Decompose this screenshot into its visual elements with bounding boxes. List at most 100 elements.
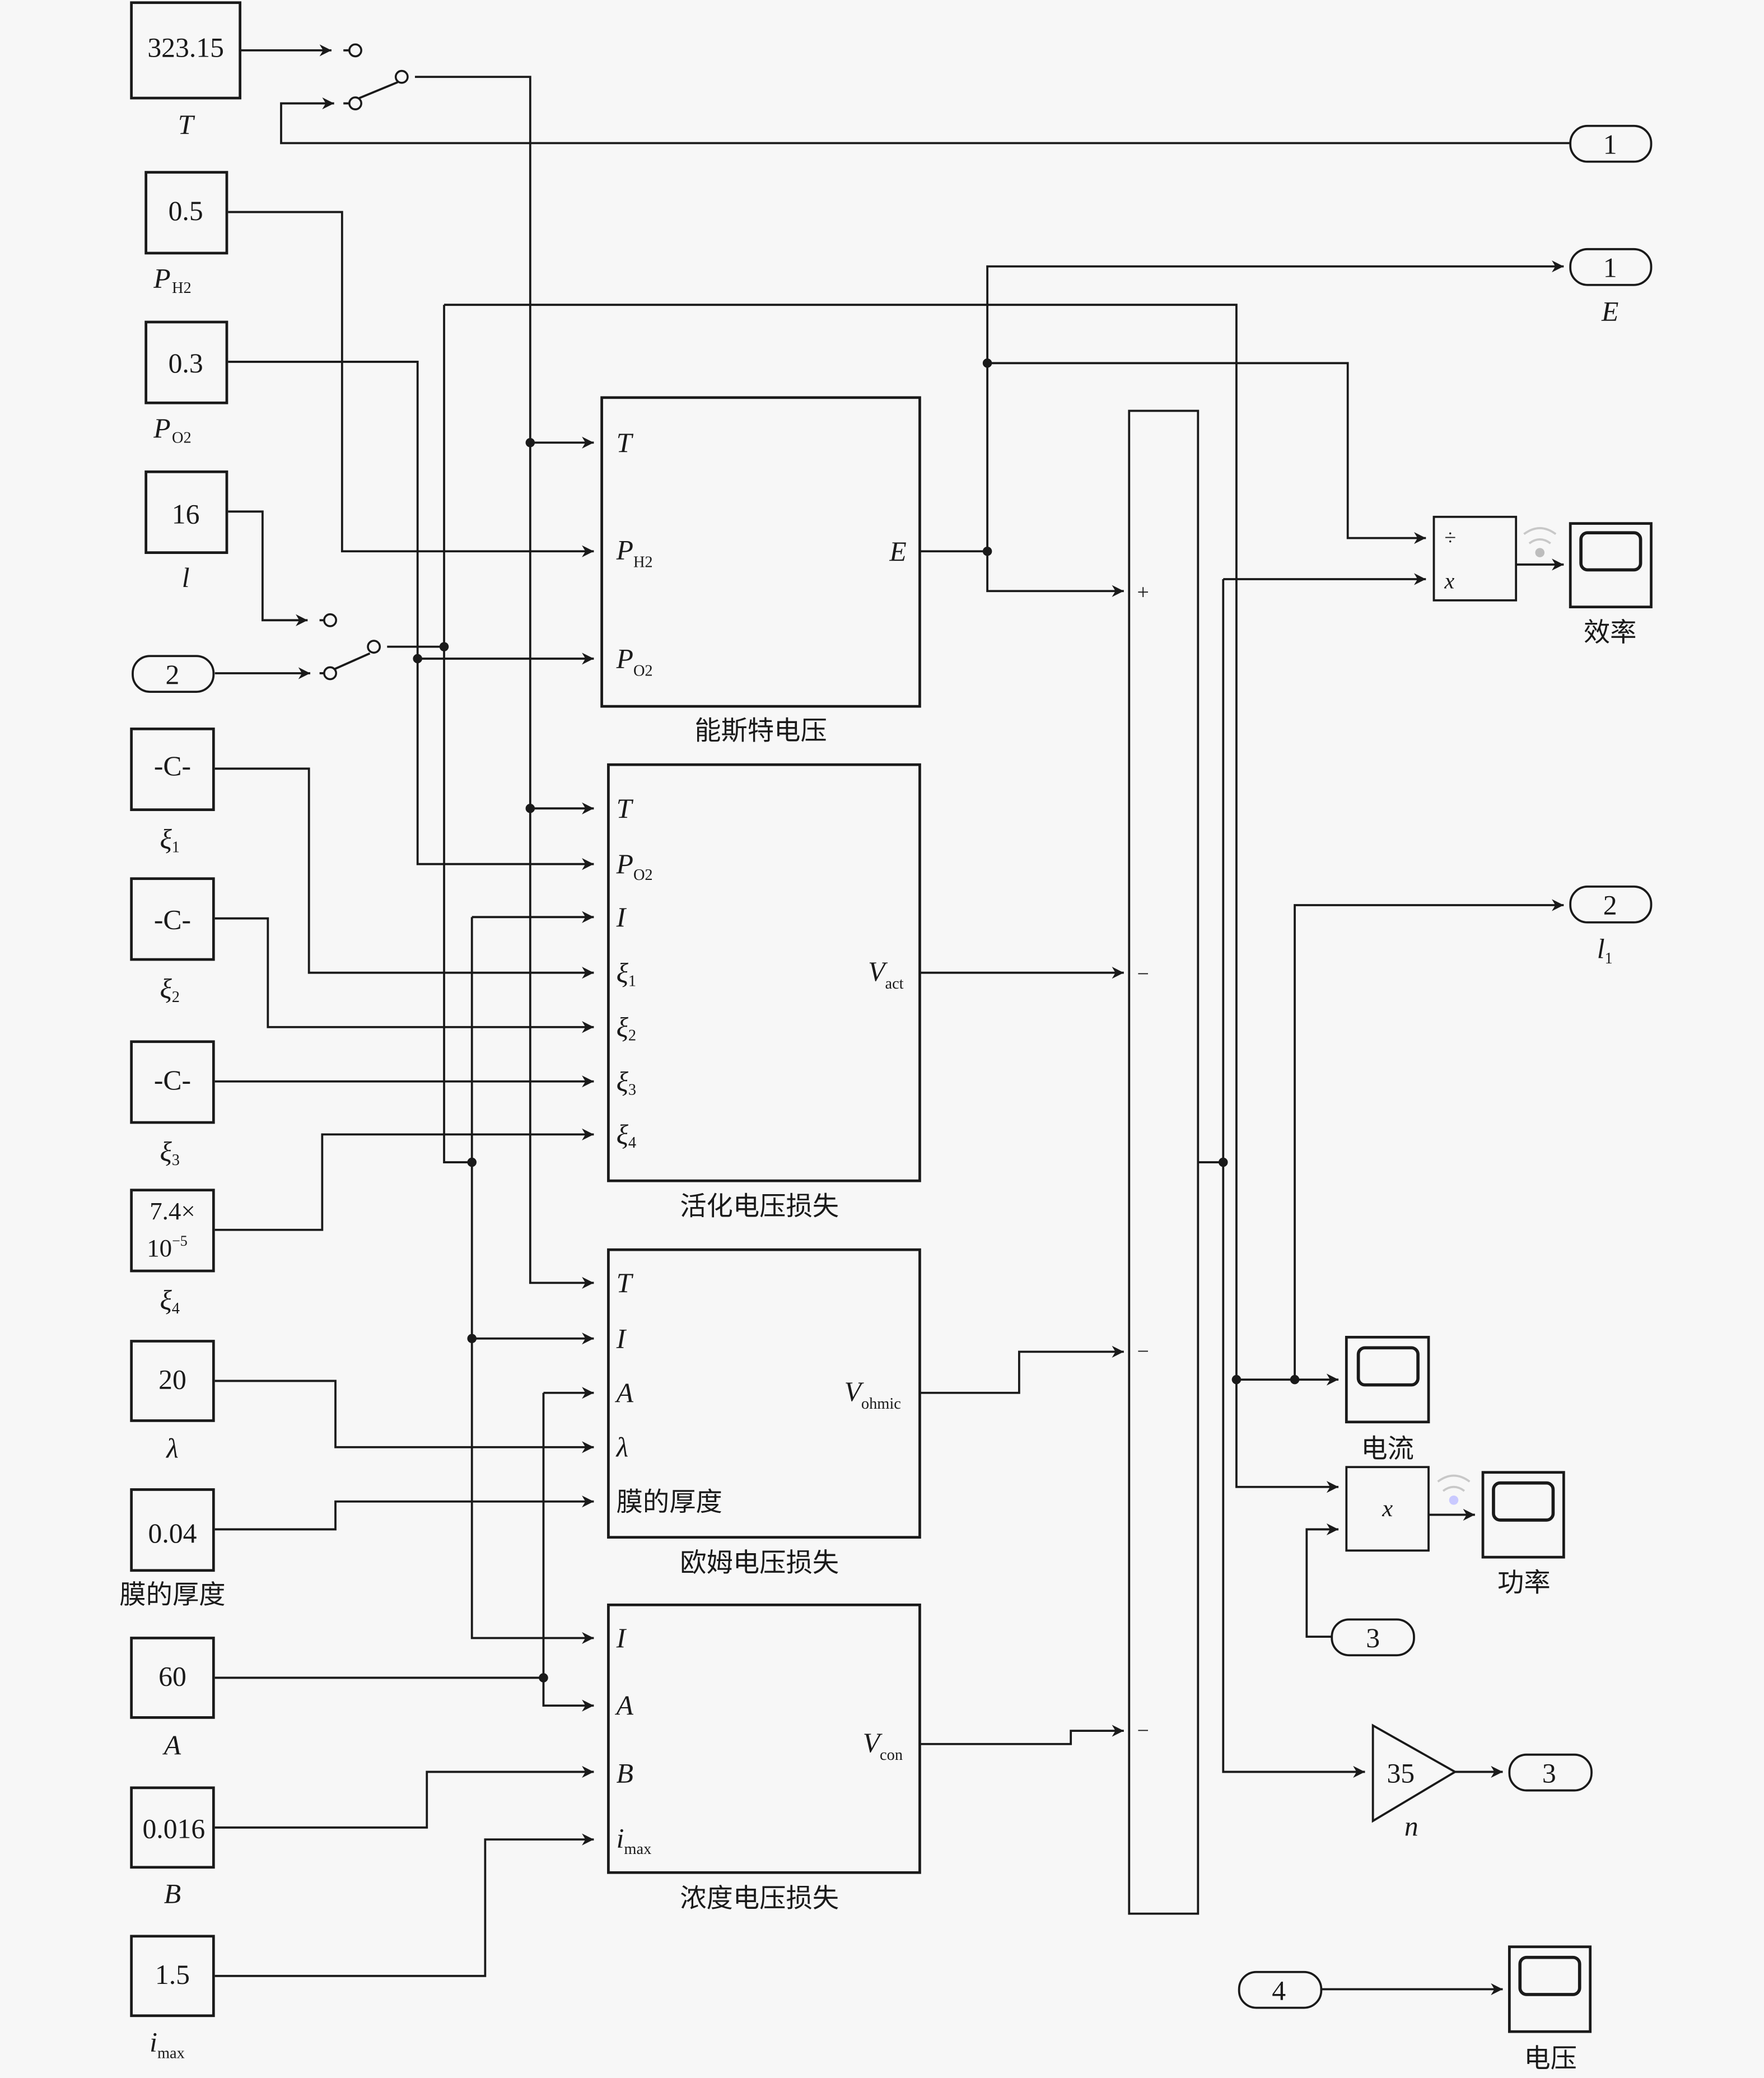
port-label: ξ1 bbox=[617, 957, 636, 990]
port-label: 膜的厚度 bbox=[617, 1487, 722, 1517]
subsystem-title: 能斯特电压 bbox=[694, 715, 827, 746]
junction bbox=[1218, 1157, 1228, 1167]
constant-B[interactable]: 0.016 B bbox=[130, 1786, 215, 1909]
constant-value-line1: 7.4× bbox=[150, 1197, 195, 1225]
constant-value-line2: 10−5 bbox=[147, 1233, 188, 1262]
port-number: 4 bbox=[1272, 1975, 1286, 2006]
constant-value: 20 bbox=[158, 1364, 186, 1395]
port-label: ξ2 bbox=[617, 1012, 636, 1044]
wire-Vohmic bbox=[920, 1345, 1124, 1394]
port-label: Vcon bbox=[863, 1727, 903, 1764]
wire-thickness bbox=[214, 1495, 594, 1531]
constant-lambda[interactable]: 20 λ bbox=[130, 1340, 215, 1464]
outport-1-feedback[interactable]: 1 bbox=[1569, 124, 1653, 163]
wire-E-to-out1 bbox=[986, 260, 1564, 552]
subsystem-ohmic[interactable]: T I A λ 膜的厚度 Vohmic 欧姆电压损失 bbox=[607, 1248, 921, 1578]
constant-A[interactable]: 60 A bbox=[130, 1637, 215, 1761]
scope-efficiency[interactable]: 效率 bbox=[1569, 522, 1653, 649]
constant-imax[interactable]: 1.5 imax bbox=[130, 1935, 215, 2062]
constant-label: imax bbox=[150, 2027, 185, 2062]
constant-value: 16 bbox=[172, 499, 200, 530]
signal-logging-icon[interactable] bbox=[1523, 527, 1557, 557]
port-label: PH2 bbox=[616, 534, 653, 571]
constant-value: -C- bbox=[154, 905, 191, 935]
manual-switch-l[interactable] bbox=[319, 613, 381, 681]
constant-value: 1.5 bbox=[155, 1959, 190, 1990]
constant-xi1[interactable]: -C- ξ1 bbox=[130, 727, 215, 856]
switch-contact-out bbox=[367, 640, 381, 654]
multiply-op: x bbox=[1444, 569, 1454, 594]
scope-voltage[interactable]: 电压 bbox=[1508, 1945, 1592, 2074]
scope-power[interactable]: 功率 bbox=[1481, 1471, 1565, 1599]
port-label: Vact bbox=[868, 956, 904, 993]
switch-contact-top bbox=[348, 43, 362, 58]
sum-sign: − bbox=[1137, 962, 1149, 986]
port-number: 2 bbox=[166, 659, 180, 690]
constant-xi4[interactable]: 7.4× 10−5 ξ4 bbox=[130, 1189, 215, 1317]
port-number: 1 bbox=[1603, 253, 1617, 283]
inport-3[interactable]: 3 bbox=[1331, 1618, 1415, 1657]
wire-I-to-out2 bbox=[1294, 899, 1564, 1380]
constant-value: -C- bbox=[154, 751, 191, 781]
port-label: I bbox=[616, 1323, 627, 1354]
wire-B bbox=[214, 1765, 594, 1829]
junction bbox=[1290, 1375, 1300, 1385]
inport-4[interactable]: 4 bbox=[1238, 1970, 1323, 2009]
switch-contact-bottom bbox=[323, 666, 337, 681]
divide-block[interactable]: ÷ x bbox=[1432, 515, 1518, 602]
switch-lever bbox=[358, 81, 398, 99]
subsystem-activation[interactable]: T PO2 I ξ1 ξ2 ξ3 ξ4 Vact 活化电压损失 bbox=[607, 763, 921, 1222]
port-number: 3 bbox=[1542, 1758, 1556, 1788]
sum-block[interactable]: + − − − bbox=[1128, 409, 1200, 1915]
gain-value: 35 bbox=[1387, 1758, 1415, 1788]
port-number: 1 bbox=[1603, 129, 1617, 160]
manual-switch-T[interactable] bbox=[343, 43, 409, 110]
junction bbox=[467, 1334, 477, 1344]
outport-1-E[interactable]: 1 E bbox=[1569, 248, 1653, 327]
constant-label: 膜的厚度 bbox=[119, 1580, 225, 1610]
switch-contact-top bbox=[323, 613, 337, 627]
junction bbox=[413, 654, 422, 664]
port-label: A bbox=[615, 1690, 634, 1721]
wire-xi1 bbox=[214, 767, 594, 979]
port-label: imax bbox=[617, 1823, 652, 1858]
port-label: T bbox=[617, 1268, 634, 1298]
subsystem-nernst[interactable]: T PH2 PO2 E 能斯特电压 bbox=[600, 396, 921, 746]
gain-block[interactable]: 35 n bbox=[1371, 1723, 1458, 1842]
port-label: ξ3 bbox=[617, 1066, 636, 1098]
port-label: E bbox=[1601, 296, 1618, 327]
port-number: 2 bbox=[1603, 890, 1617, 921]
signal-lines bbox=[214, 44, 1571, 1996]
signal-logging-icon[interactable] bbox=[1437, 1474, 1471, 1505]
constant-xi3[interactable]: -C- ξ3 bbox=[130, 1040, 215, 1169]
constant-xi2[interactable]: -C- ξ2 bbox=[130, 877, 215, 1006]
product-block[interactable]: x bbox=[1345, 1466, 1430, 1552]
scope-label: 功率 bbox=[1497, 1568, 1551, 1599]
constant-thickness[interactable]: 0.04 膜的厚度 bbox=[119, 1488, 226, 1610]
wire-PH2 bbox=[228, 211, 594, 557]
constant-value: 0.3 bbox=[169, 348, 203, 379]
constant-T[interactable]: 323.15 T bbox=[130, 1, 242, 140]
wire-E-to-sum bbox=[986, 551, 1124, 597]
port-label: B bbox=[617, 1758, 633, 1788]
subsystem-concentration[interactable]: I A B imax Vcon 浓度电压损失 bbox=[607, 1603, 921, 1914]
constant-label: ξ1 bbox=[160, 823, 180, 856]
outport-3[interactable]: 3 bbox=[1508, 1753, 1593, 1792]
scope-screen-icon bbox=[1518, 1955, 1581, 1996]
junction bbox=[539, 1673, 548, 1683]
wire-Vcon bbox=[920, 1725, 1124, 1745]
gain-label: n bbox=[1404, 1811, 1418, 1842]
divide-op: ÷ bbox=[1444, 526, 1456, 549]
constant-value: 323.15 bbox=[147, 32, 224, 63]
port-label: ξ4 bbox=[617, 1119, 636, 1152]
wire-PO2 bbox=[228, 361, 594, 870]
wire-I-to-concentration bbox=[470, 917, 594, 1644]
inport-2[interactable]: 2 bbox=[132, 655, 215, 693]
constant-label: ξ4 bbox=[160, 1285, 180, 1317]
scope-current[interactable]: 电流 bbox=[1345, 1335, 1430, 1465]
outport-2-l1[interactable]: 2 l1 bbox=[1569, 886, 1653, 967]
constant-l[interactable]: 16 l bbox=[144, 470, 228, 593]
port-label: T bbox=[617, 793, 634, 824]
